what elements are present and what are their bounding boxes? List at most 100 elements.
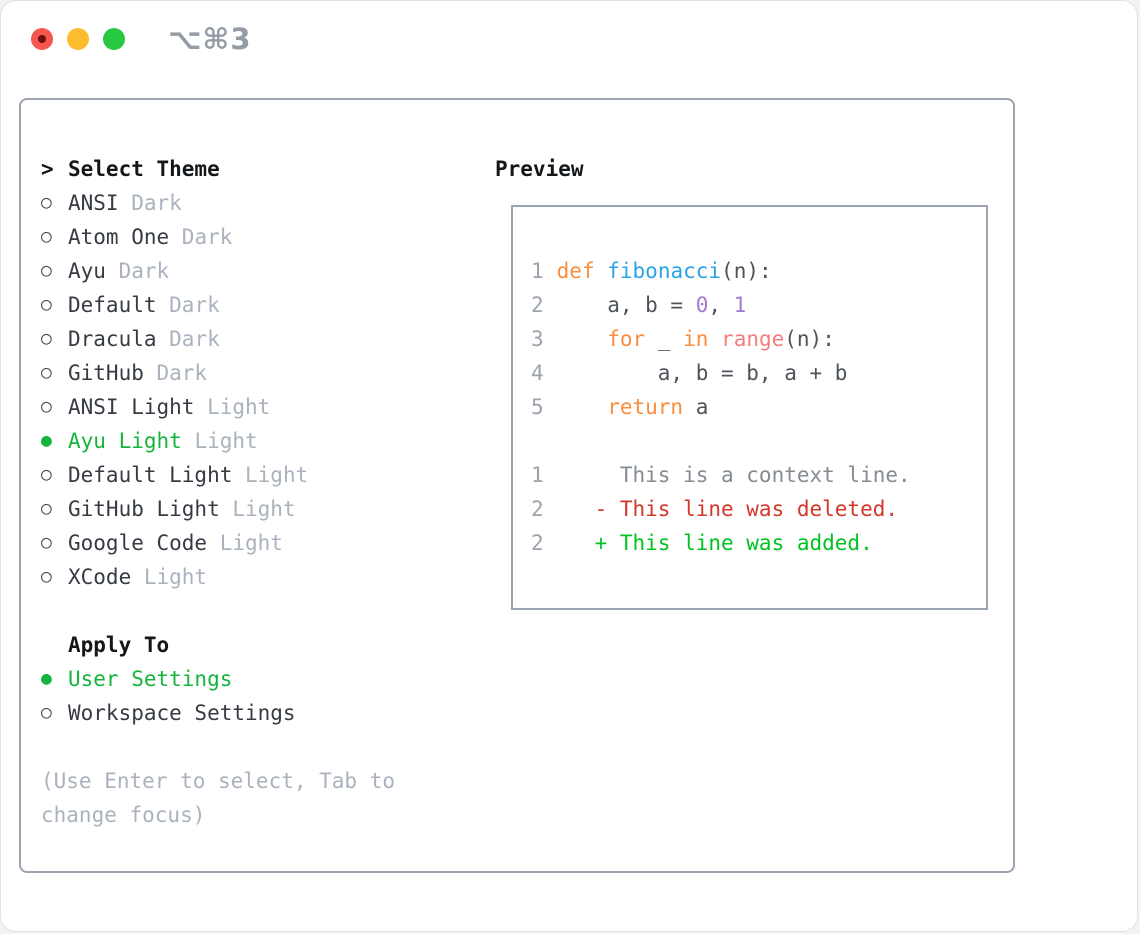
radio-icon: ○	[41, 566, 52, 587]
token-keyword: in	[683, 327, 709, 351]
apply-to-header: Apply To	[41, 628, 481, 662]
theme-list-header: > Select Theme	[41, 152, 481, 186]
preview-title: Preview	[495, 157, 584, 181]
theme-variant: Dark	[143, 361, 208, 385]
line-number: 1	[531, 463, 544, 487]
theme-name: Atom One	[68, 225, 170, 249]
apply-to-option-label: User Settings	[68, 667, 233, 691]
theme-name: GitHub Light	[68, 497, 220, 521]
radio-icon: ○	[41, 498, 52, 519]
theme-list-item[interactable]: ○Atom One Dark	[41, 220, 481, 254]
token-added: + This line was added.	[544, 531, 873, 555]
close-button[interactable]	[31, 28, 53, 50]
apply-to-options: ●User Settings ○ Workspace Settings	[41, 662, 481, 730]
theme-variant: Light	[219, 497, 296, 521]
token-builtin: range	[721, 327, 785, 351]
preview-code-line: 1 This is a context line.	[531, 458, 986, 492]
window-shortcut-label: ⌥⌘3	[168, 22, 252, 56]
token-keyword: return	[607, 395, 684, 419]
token-keyword: def	[556, 259, 595, 283]
token-deleted: - This line was deleted.	[544, 497, 899, 521]
theme-variant: Light	[194, 395, 271, 419]
preview-code-line: 2 + This line was added.	[531, 526, 986, 560]
theme-list-item[interactable]: ○ ANSI Dark	[41, 186, 481, 220]
radio-icon: ○	[41, 294, 52, 315]
theme-list: ○ANSI Dark○Atom One Dark○Ayu Dark○Defaul…	[41, 186, 481, 594]
preview-code-line: 5 return a	[531, 390, 986, 424]
theme-list-item[interactable]: ○Default Light Light	[41, 458, 481, 492]
apply-to-option[interactable]: ○ Workspace Settings	[41, 696, 481, 730]
selected-radio-icon: ●	[41, 430, 52, 451]
token-plain: (n):	[784, 327, 835, 351]
radio-icon: ○	[41, 362, 52, 383]
theme-list-item[interactable]: ● Ayu Light Light	[41, 424, 481, 458]
theme-name: Default Light	[68, 463, 233, 487]
radio-icon: ○	[41, 702, 52, 723]
token-plain	[544, 259, 557, 283]
theme-list-item[interactable]: ○ GitHub Dark	[41, 356, 481, 390]
token-plain: ,	[708, 293, 734, 317]
theme-list-column: > Select Theme ○ANSI Dark○Atom One Dark○…	[41, 152, 481, 832]
theme-list-title: Select Theme	[68, 157, 220, 181]
theme-variant: Light	[232, 463, 309, 487]
theme-name: ANSI Light	[68, 395, 195, 419]
radio-icon: ○	[41, 532, 52, 553]
apply-to-option[interactable]: ●User Settings	[41, 662, 481, 696]
apply-to-title: Apply To	[68, 633, 170, 657]
theme-list-item[interactable]: ○ ANSI Light Light	[41, 390, 481, 424]
preview-code-line	[531, 424, 986, 458]
theme-name: GitHub	[68, 361, 144, 385]
token-plain	[544, 395, 607, 419]
preview-code-line: 2 - This line was deleted.	[531, 492, 986, 526]
help-text: (Use Enter to select, Tab to change focu…	[41, 769, 396, 827]
minimize-button[interactable]	[67, 28, 89, 50]
line-number: 5	[531, 395, 544, 419]
preview-code-line: 3 for _ in range(n):	[531, 322, 986, 356]
close-dot-icon	[38, 35, 46, 43]
theme-list-item[interactable]: ○ XCode Light	[41, 560, 481, 594]
theme-list-item[interactable]: ○ Dracula Dark	[41, 322, 481, 356]
theme-variant: Light	[131, 565, 208, 589]
theme-variant: Light	[207, 531, 283, 555]
theme-name: XCode	[68, 565, 132, 589]
theme-variant: Dark	[118, 191, 182, 215]
maximize-button[interactable]	[103, 28, 125, 50]
theme-list-item[interactable]: ○ GitHub Light Light	[41, 492, 481, 526]
token-plain: (n):	[721, 259, 772, 283]
theme-name: Ayu	[68, 259, 106, 283]
spacer	[41, 594, 481, 628]
spacer	[41, 730, 481, 764]
preview-code-line: 2 a, b = 0, 1	[531, 288, 986, 322]
line-number: 2	[531, 293, 544, 317]
theme-variant: Light	[181, 429, 258, 453]
token-plain: a	[683, 395, 709, 419]
preview-code-line: 4 a, b = b, a + b	[531, 356, 986, 390]
token-number: 1	[733, 293, 747, 317]
radio-icon: ○	[41, 226, 52, 247]
token-plain	[708, 327, 721, 351]
theme-name: Google Code	[68, 531, 208, 555]
theme-name: Dracula	[68, 327, 157, 351]
theme-name: Ayu Light	[68, 429, 182, 453]
theme-variant: Dark	[105, 259, 170, 283]
theme-list-item[interactable]: ○ Default Dark	[41, 288, 481, 322]
token-number: 0	[695, 293, 709, 317]
token-function: fibonacci	[607, 259, 722, 283]
theme-variant: Dark	[156, 293, 220, 317]
token-plain: a, b = b, a + b	[544, 361, 848, 385]
token-plain	[595, 259, 608, 283]
line-number: 2	[531, 531, 544, 555]
titlebar: ⌥⌘3	[1, 1, 1137, 77]
apply-to-option-label: Workspace Settings	[68, 701, 296, 725]
radio-icon: ○	[41, 396, 52, 417]
line-number: 2	[531, 497, 544, 521]
theme-list-item[interactable]: ○Ayu Dark	[41, 254, 481, 288]
theme-list-item[interactable]: ○ Google Code Light	[41, 526, 481, 560]
theme-variant: Dark	[156, 327, 220, 351]
theme-name: ANSI	[68, 191, 119, 215]
line-number: 4	[531, 361, 544, 385]
radio-icon: ○	[41, 328, 52, 349]
radio-icon: ○	[41, 192, 52, 213]
theme-name: Default	[68, 293, 157, 317]
